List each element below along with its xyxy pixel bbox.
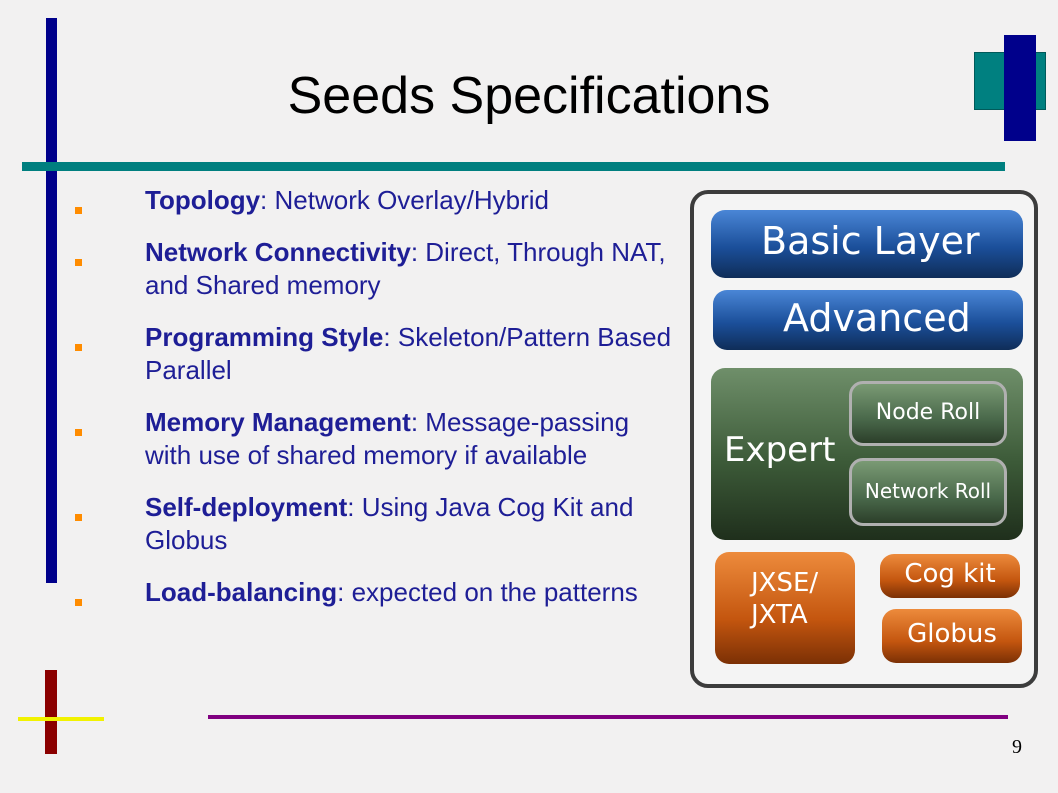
expert-label: Expert <box>724 430 836 470</box>
bullet-term: Programming Style <box>145 322 384 352</box>
bullet-marker-icon <box>75 259 82 266</box>
slide-title: Seeds Specifications <box>287 67 771 125</box>
bullet-text: : expected on the patterns <box>337 577 638 607</box>
network-roll-block: Network Roll <box>849 458 1007 526</box>
advanced-layer-block: Advanced <box>713 290 1023 350</box>
bullet-item: Memory Management: Message-passing with … <box>75 406 675 472</box>
bullet-text: : Skeleton/Pattern Based Parallel <box>145 322 672 385</box>
bullet-marker-icon <box>75 429 82 436</box>
bullet-term: Topology <box>145 185 261 215</box>
bullet-text: : Message-passing with use of shared mem… <box>145 407 630 470</box>
node-roll-block: Node Roll <box>849 381 1007 446</box>
teal-horizontal-bar <box>22 162 1005 171</box>
bullet-list: Topology: Network Overlay/Hybrid Network… <box>75 184 675 628</box>
bullet-text: : Network Overlay/Hybrid <box>260 185 550 215</box>
jxse-jxta-block: JXSE/ JXTA <box>715 552 855 664</box>
cog-kit-block: Cog kit <box>880 554 1020 598</box>
jxta-label: JXTA <box>751 600 808 630</box>
page-number: 9 <box>1012 736 1022 758</box>
bullet-term: Network Connectivity <box>145 237 411 267</box>
bullet-marker-icon <box>75 514 82 521</box>
maroon-vertical-bar <box>45 670 57 754</box>
bullet-marker-icon <box>75 207 82 214</box>
bullet-item: Load-balancing: expected on the patterns <box>75 576 675 609</box>
bullet-item: Self-deployment: Using Java Cog Kit and … <box>75 491 675 557</box>
bullet-item: Network Connectivity: Direct, Through NA… <box>75 236 675 302</box>
basic-layer-block: Basic Layer <box>711 210 1023 278</box>
bullet-term: Memory Management <box>145 407 411 437</box>
bullet-text: : Direct, Through NAT, and Shared memory <box>145 237 666 300</box>
yellow-horizontal-bar <box>18 717 104 721</box>
purple-horizontal-bar <box>208 715 1008 719</box>
bullet-item: Programming Style: Skeleton/Pattern Base… <box>75 321 675 387</box>
bullet-marker-icon <box>75 599 82 606</box>
navy-vertical-bar <box>46 18 57 583</box>
bullet-text: : Using Java Cog Kit and Globus <box>145 492 634 555</box>
bullet-term: Self-deployment <box>145 492 348 522</box>
bullet-term: Load-balancing <box>145 577 338 607</box>
bullet-marker-icon <box>75 344 82 351</box>
jxse-label: JXSE/ <box>751 568 819 598</box>
bullet-item: Topology: Network Overlay/Hybrid <box>75 184 675 217</box>
architecture-diagram: Basic Layer Advanced Expert Node Roll Ne… <box>690 190 1038 688</box>
globus-block: Globus <box>882 609 1022 663</box>
navy-corner-bar <box>1004 35 1036 141</box>
